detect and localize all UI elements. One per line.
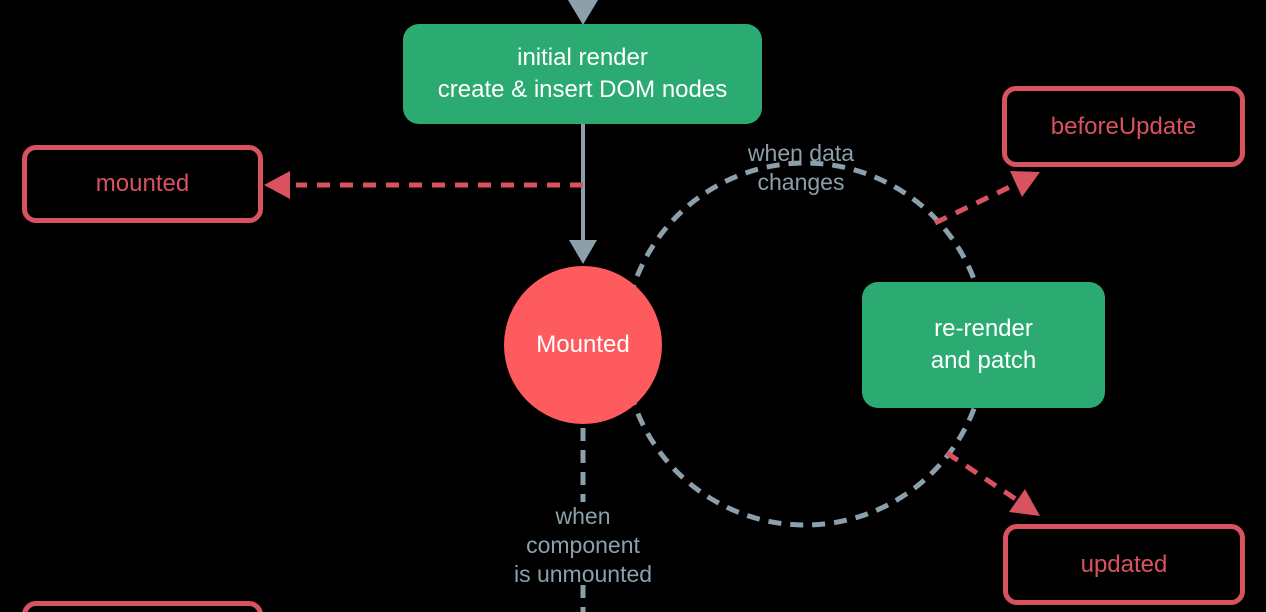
before-update-arrowhead-icon — [1010, 171, 1040, 197]
updated-dashed-line — [945, 450, 1019, 503]
mounted-state-label: Mounted — [536, 331, 630, 358]
when-data-changes-line2: changes — [757, 169, 845, 195]
partial-hook-box — [22, 601, 263, 612]
when-unmounted-line1: when — [555, 503, 611, 529]
re-render-box: re-render and patch — [862, 282, 1105, 408]
initial-render-box: initial render create & insert DOM nodes — [403, 24, 762, 124]
re-render-label-line2: and patch — [930, 347, 1037, 374]
when-data-changes-line1: when data — [747, 140, 855, 166]
before-update-hook-box: beforeUpdate — [1002, 86, 1245, 167]
mounted-hook-label: mounted — [95, 170, 190, 197]
mounted-hook-arrowhead-icon — [264, 171, 290, 199]
before-update-dashed-line — [933, 181, 1018, 226]
updated-hook-box: updated — [1003, 524, 1245, 605]
mounted-state-circle: Mounted — [504, 266, 662, 424]
mounted-hook-box: mounted — [22, 145, 263, 223]
top-arrowhead-icon — [568, 0, 598, 25]
before-update-hook-label: beforeUpdate — [1050, 112, 1197, 140]
updated-arrowhead-icon — [1009, 489, 1040, 516]
initial-render-label-line1: initial render — [517, 44, 648, 71]
re-render-label-line1: re-render — [934, 315, 1033, 342]
when-unmounted-note: when component is unmounted — [433, 502, 733, 589]
when-data-changes-note: when data changes — [651, 139, 951, 197]
updated-hook-label: updated — [1080, 550, 1168, 578]
initial-render-label-line2: create & insert DOM nodes — [437, 76, 728, 103]
when-unmounted-line2: component — [526, 532, 640, 558]
when-unmounted-line3: is unmounted — [513, 561, 653, 587]
initial-to-mounted-arrowhead-icon — [569, 240, 597, 264]
